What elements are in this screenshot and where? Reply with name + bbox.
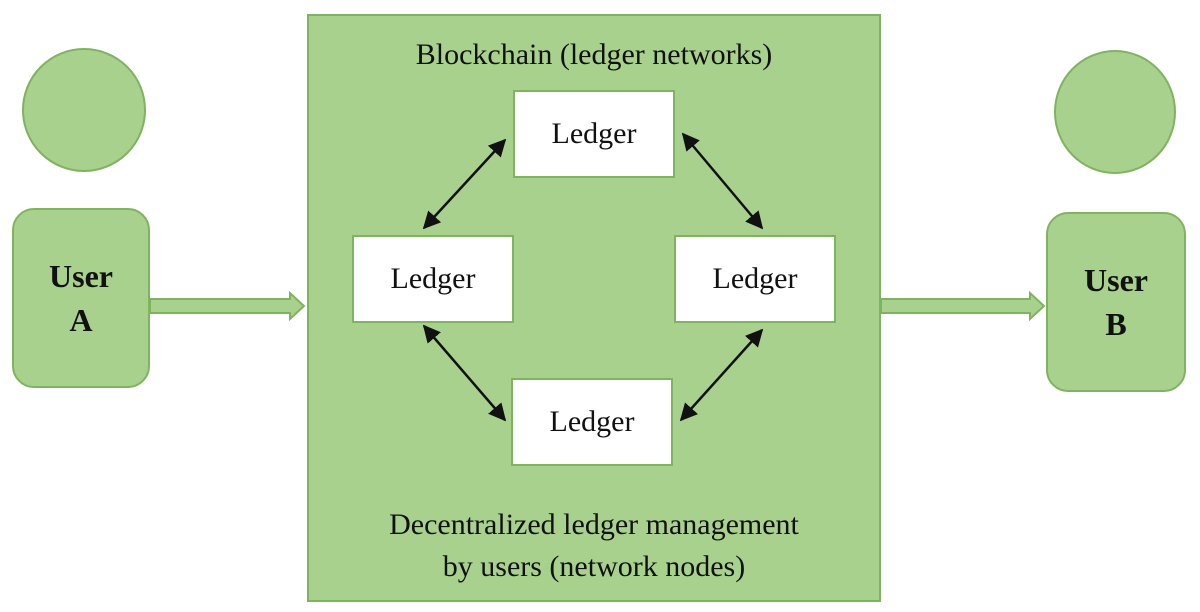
network-to-user-b-arrow [880,290,1046,322]
ledger-node-left: Ledger [352,235,514,323]
user-a-label-line1: User [49,258,113,294]
user-a-box: User A [12,208,150,388]
ledger-link-top-left-arrow [422,138,507,230]
ledger-link-right-bottom-arrow [679,328,764,422]
user-b-label-line2: B [1105,306,1127,342]
ledger-link-left-bottom-arrow [422,324,507,422]
network-caption-line2: by users (network nodes) [442,550,746,583]
ledger-node-top: Ledger [513,90,675,178]
ledger-node-bottom: Ledger [511,378,673,466]
user-a-label-line2: A [69,302,93,338]
user-a-to-network-arrow [149,290,306,322]
network-caption: Decentralized ledger management by users… [309,504,879,588]
ledger-node-right: Ledger [674,235,836,323]
ledger-link-top-right-arrow [681,132,764,230]
user-b-head-icon [1054,50,1176,174]
user-b-box: User B [1046,212,1186,392]
network-caption-line1: Decentralized ledger management [389,508,799,541]
user-b-label-line1: User [1084,262,1148,298]
user-a-head-icon [22,48,146,172]
network-title: Blockchain (ledger networks) [415,38,773,71]
